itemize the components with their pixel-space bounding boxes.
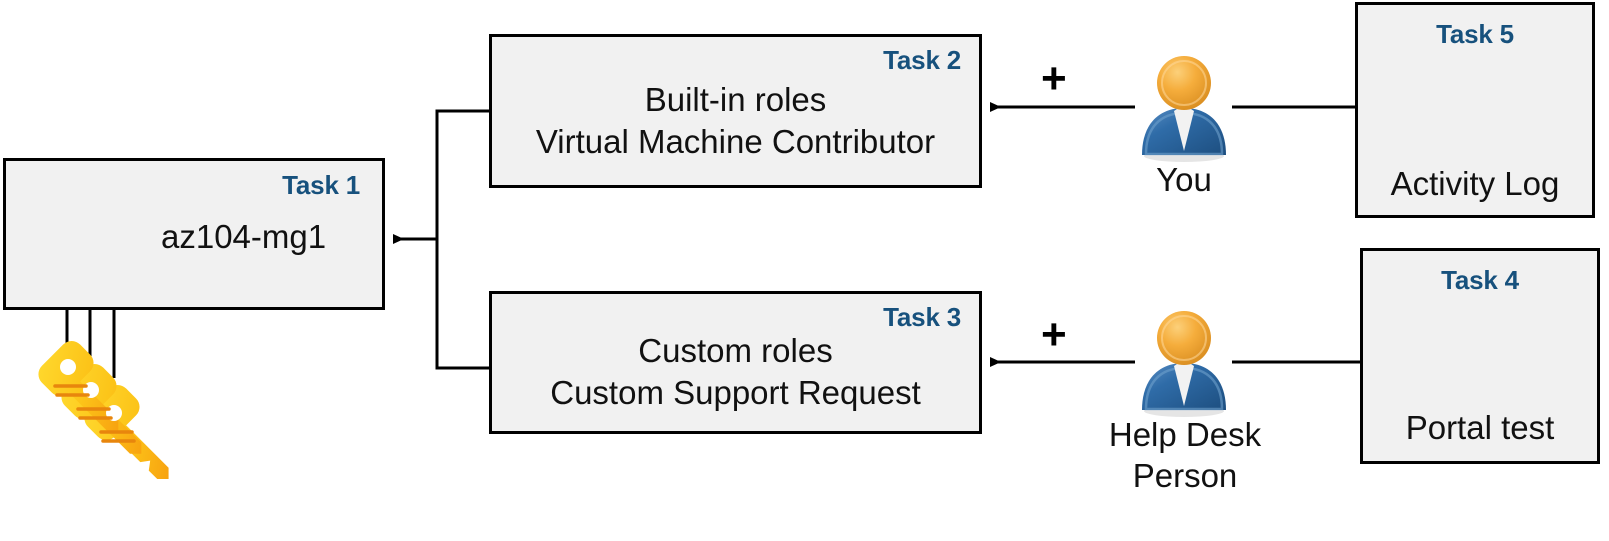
task3-line1: Custom roles — [638, 332, 833, 369]
task5-box[interactable]: Task 5 Activity Log — [1355, 2, 1595, 218]
task3-line2: Custom Support Request — [550, 374, 921, 411]
task5-label: Task 5 — [1436, 19, 1514, 49]
actor-helpdesk-caption-line1: Help Desk — [1108, 416, 1262, 453]
plus-sign-bottom: + — [1041, 310, 1067, 359]
keys-icon — [38, 341, 169, 480]
task2-label: Task 2 — [883, 45, 961, 75]
plus-sign-top: + — [1041, 54, 1067, 103]
task4-caption: Portal test — [1405, 409, 1555, 446]
task1-box[interactable]: Task 1 az104-mg1 — [3, 158, 385, 310]
task2-box[interactable]: Task 2 Built-in roles Virtual Machine Co… — [489, 34, 982, 188]
actor-helpdesk-caption-line2: Person — [1132, 457, 1238, 494]
task3-label: Task 3 — [883, 302, 961, 332]
task1-label: Task 1 — [282, 170, 360, 200]
actor-you-caption: You — [1156, 161, 1212, 198]
connector-tasks-to-task1 — [393, 109, 489, 370]
task2-line2: Virtual Machine Contributor — [535, 123, 936, 160]
task1-text: az104-mg1 — [161, 218, 327, 255]
task5-caption: Activity Log — [1390, 165, 1560, 202]
person-icon-you — [1142, 56, 1226, 162]
task2-line1: Built-in roles — [644, 81, 827, 118]
person-icon-helpdesk — [1142, 311, 1226, 417]
task4-label: Task 4 — [1441, 265, 1519, 295]
task3-box[interactable]: Task 3 Custom roles Custom Support Reque… — [489, 291, 982, 434]
task4-box[interactable]: Task 4 Portal test — [1360, 248, 1600, 464]
